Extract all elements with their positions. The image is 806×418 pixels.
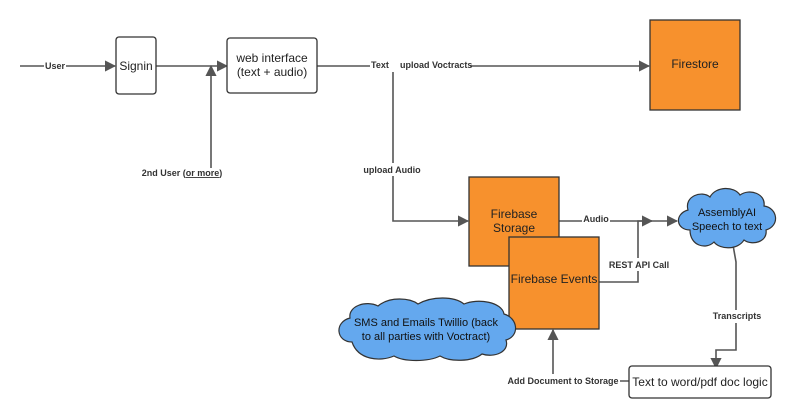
doc-logic-box <box>628 365 772 399</box>
edge-label-upload-audio: upload Audio <box>363 165 421 175</box>
edge-label-rest-api-call: REST API Call <box>609 260 669 270</box>
edge-label-user: User <box>45 61 66 71</box>
firebase-events-label: Firebase Events <box>511 272 598 286</box>
web-interface-label-line1: web interface <box>235 51 308 65</box>
edge-label-add-document: Add Document to Storage <box>507 376 618 386</box>
assemblyai-cloud-shape <box>677 187 777 249</box>
sms-label-line1: SMS and Emails Twillio (back <box>354 317 499 329</box>
add-document-label-bg <box>506 374 620 387</box>
edge-label-transcripts: Transcripts <box>713 311 762 321</box>
edge-upload-audio <box>392 66 470 227</box>
signin-label: Signin <box>119 59 152 73</box>
web-interface-box <box>226 37 318 94</box>
rest-api-label-bg <box>607 258 671 271</box>
edge-transcripts <box>710 244 737 370</box>
audio-label-bg <box>582 213 610 226</box>
signin-box <box>115 36 157 95</box>
user-label-bg <box>44 59 66 72</box>
sms-cloud-shape <box>338 297 517 362</box>
upload-audio-label-bg <box>362 163 422 176</box>
firebase-events-box <box>508 236 600 330</box>
edge-label-text: Text <box>371 60 389 70</box>
text-label-bg <box>370 59 470 72</box>
firestore-box <box>649 19 741 111</box>
sms-label-line2: to all parties with Voctract) <box>362 331 490 343</box>
edge-rest-api-call <box>599 215 654 283</box>
second-user-link: or more <box>186 168 220 178</box>
assemblyai-label-line1: AssemblyAI <box>698 207 756 219</box>
transcripts-label-bg <box>711 310 763 323</box>
assemblyai-label-line2: Speech to text <box>692 221 762 233</box>
second-user-prefix: 2nd User ( <box>142 168 186 178</box>
firebase-storage-label-line1: Firebase <box>491 207 538 221</box>
edge-label-audio: Audio <box>583 214 609 224</box>
web-interface-label-line2: (text + audio) <box>237 65 307 79</box>
edge-label-second-user: 2nd User (or more) <box>142 168 223 178</box>
doc-logic-label: Text to word/pdf doc logic <box>632 375 767 389</box>
firebase-storage-label-line2: Storage <box>493 221 535 235</box>
firestore-label: Firestore <box>671 57 719 71</box>
edge-label-upload-voctracts: upload Voctracts <box>400 60 472 70</box>
second-user-suffix: ) <box>219 168 222 178</box>
edge-add-document <box>547 328 629 382</box>
